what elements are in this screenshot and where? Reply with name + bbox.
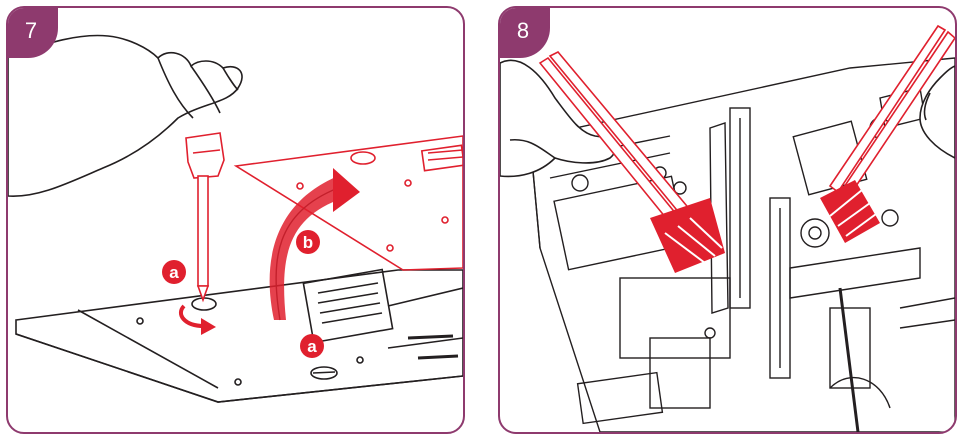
step-7-illustration	[8, 34, 463, 403]
step-7-number: 7	[24, 18, 38, 43]
lift-arrowhead-b	[333, 168, 360, 212]
step-8-panel: 8	[498, 6, 957, 434]
left-brush	[538, 51, 725, 273]
callout-a-screwdriver: a	[162, 260, 186, 284]
lifted-plate	[233, 135, 463, 271]
callout-a-screw: a	[300, 334, 324, 358]
step-8-illustration	[500, 24, 955, 432]
step-8-number: 8	[516, 18, 530, 43]
hand	[8, 34, 243, 197]
screwdriver	[185, 132, 225, 303]
needle-plate	[15, 268, 463, 403]
right-brush	[820, 24, 955, 243]
right-hand	[919, 65, 955, 159]
rotate-arrow-a	[178, 304, 205, 328]
callout-b-lift: b	[296, 230, 320, 254]
rotate-arrowhead-a	[201, 318, 216, 335]
step-7-badge: 7	[8, 8, 58, 58]
lift-arrow-b-fill	[269, 176, 338, 320]
step-7-panel: 7	[6, 6, 465, 434]
machine-interior	[529, 57, 955, 432]
